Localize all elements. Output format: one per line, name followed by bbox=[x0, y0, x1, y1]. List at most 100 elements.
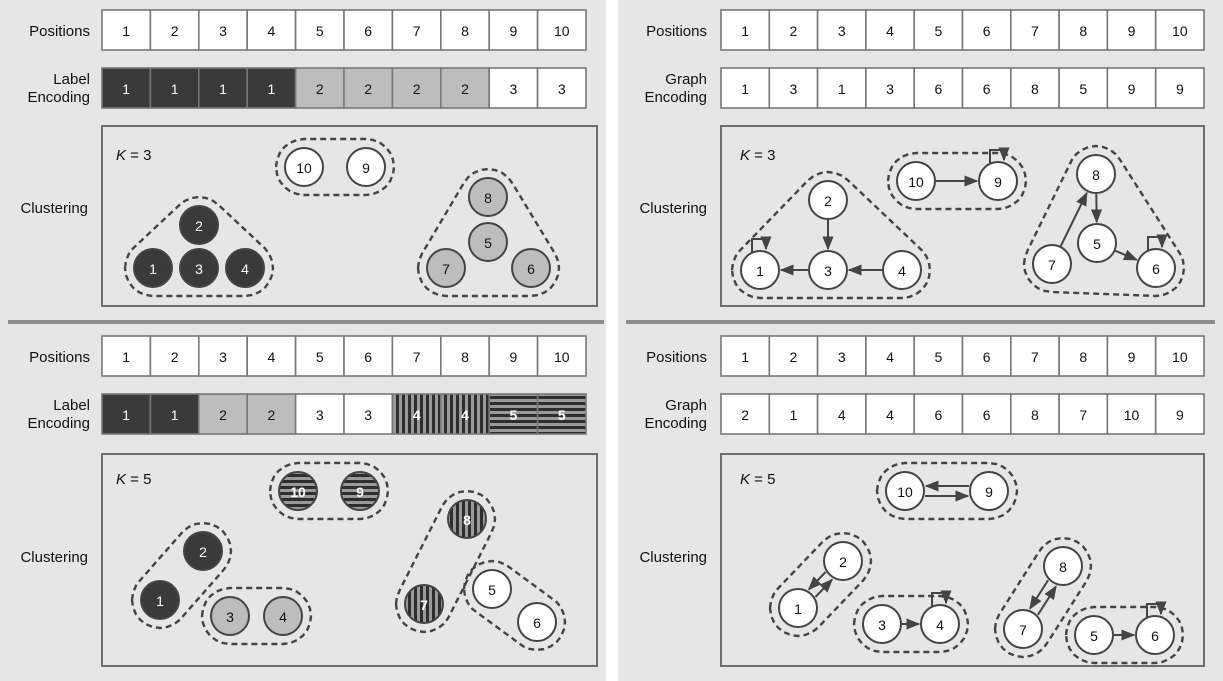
encoding-cell bbox=[536, 393, 587, 435]
position-cell-value: 8 bbox=[461, 349, 469, 365]
cluster-node-label: 9 bbox=[985, 484, 993, 500]
encoding-cell bbox=[149, 67, 200, 109]
encoding-cell bbox=[816, 67, 867, 109]
cluster-outline bbox=[768, 531, 873, 638]
cluster-node bbox=[778, 588, 818, 628]
graph-edge bbox=[807, 571, 827, 591]
encoding-cell-value: 9 bbox=[1176, 81, 1184, 97]
positions-row-label: Positions bbox=[29, 23, 90, 40]
position-cell bbox=[536, 335, 587, 377]
encoding-row-label: Encoding bbox=[644, 89, 707, 106]
cluster-outline bbox=[274, 137, 396, 197]
encoding-cell bbox=[198, 67, 249, 109]
encoding-cell-value: 3 bbox=[790, 81, 798, 97]
encoding-cell-value: 6 bbox=[934, 407, 942, 423]
encoding-cell bbox=[961, 393, 1012, 435]
encoding-cell bbox=[488, 67, 539, 109]
position-cell-value: 7 bbox=[1031, 23, 1039, 39]
encoding-cell bbox=[1154, 393, 1205, 435]
position-cell-value: 9 bbox=[1128, 23, 1136, 39]
self-loop-edge bbox=[989, 147, 1010, 163]
encoding-cell-value: 9 bbox=[1176, 407, 1184, 423]
cluster-outline bbox=[394, 489, 497, 634]
encoding-cell bbox=[720, 393, 771, 435]
encoding-row-label: Encoding bbox=[644, 415, 707, 432]
encoding-cell bbox=[391, 67, 442, 109]
encoding-cell-value: 1 bbox=[171, 81, 179, 97]
cluster-node-label: 4 bbox=[898, 263, 906, 279]
positions-row-label: Positions bbox=[29, 349, 90, 366]
position-cell bbox=[1058, 9, 1109, 51]
cluster-node bbox=[896, 161, 936, 201]
cluster-node-label: 3 bbox=[195, 261, 203, 277]
position-cell-value: 9 bbox=[510, 349, 518, 365]
cluster-node bbox=[426, 248, 466, 288]
encoding-cell-value: 1 bbox=[171, 407, 179, 423]
cluster-node bbox=[340, 471, 380, 511]
position-cell bbox=[720, 335, 771, 377]
cluster-node bbox=[1136, 248, 1176, 288]
self-loop-edge bbox=[1147, 234, 1168, 250]
cluster-node bbox=[263, 596, 303, 636]
encoding-row-label: Graph bbox=[665, 71, 707, 88]
cluster-node-label: 1 bbox=[156, 593, 164, 609]
encoding-cell-value: 7 bbox=[1079, 407, 1087, 423]
clustering-row-label: Clustering bbox=[20, 200, 88, 217]
cluster-node bbox=[920, 604, 960, 644]
position-cell-value: 7 bbox=[413, 349, 421, 365]
position-cell bbox=[488, 335, 539, 377]
position-cell-value: 2 bbox=[171, 349, 179, 365]
cluster-node-label: 3 bbox=[878, 617, 886, 633]
encoding-cell-value: 4 bbox=[413, 407, 421, 423]
cluster-node bbox=[447, 499, 487, 539]
encoding-cell bbox=[913, 67, 964, 109]
encoding-cell-value: 9 bbox=[1128, 81, 1136, 97]
cluster-node bbox=[1077, 223, 1117, 263]
cluster-node-label: 9 bbox=[362, 160, 370, 176]
position-cell bbox=[246, 9, 297, 51]
encoding-cell bbox=[101, 393, 152, 435]
encoding-cell-value: 6 bbox=[983, 407, 991, 423]
position-cell bbox=[913, 9, 964, 51]
cluster-node bbox=[1135, 615, 1175, 655]
position-cell bbox=[768, 9, 819, 51]
cluster-outline bbox=[886, 151, 1028, 211]
positions-row-label: Positions bbox=[646, 349, 707, 366]
clustering-row-label: Clustering bbox=[20, 549, 88, 566]
cluster-outline bbox=[730, 170, 932, 300]
cluster-outline bbox=[268, 461, 390, 521]
encoding-cell-value: 3 bbox=[316, 407, 324, 423]
cluster-node bbox=[284, 147, 324, 187]
self-loop-edge bbox=[931, 590, 952, 606]
encoding-cell-value: 6 bbox=[983, 81, 991, 97]
cluster-node-label: 1 bbox=[149, 261, 157, 277]
cluster-node bbox=[133, 248, 173, 288]
cluster-node-label: 10 bbox=[897, 484, 913, 500]
cluster-node bbox=[808, 180, 848, 220]
cluster-node-label: 9 bbox=[994, 174, 1002, 190]
position-cell-value: 6 bbox=[983, 23, 991, 39]
encoding-cell-value: 2 bbox=[741, 407, 749, 423]
cluster-node bbox=[278, 471, 318, 511]
k-value-label: K = 5 bbox=[740, 471, 775, 488]
position-cell bbox=[1106, 9, 1157, 51]
cluster-node bbox=[882, 250, 922, 290]
encoding-cell-value: 3 bbox=[510, 81, 518, 97]
position-cell-value: 2 bbox=[790, 23, 798, 39]
position-cell bbox=[246, 335, 297, 377]
cluster-node bbox=[823, 541, 863, 581]
cluster-node-label: 10 bbox=[296, 160, 312, 176]
positions-row-label: Positions bbox=[646, 23, 707, 40]
cluster-node-label: 8 bbox=[463, 512, 471, 528]
encoding-cell bbox=[768, 67, 819, 109]
encoding-cell-value: 5 bbox=[1079, 81, 1087, 97]
encoding-cell-value: 1 bbox=[790, 407, 798, 423]
cluster-node-label: 7 bbox=[1019, 622, 1027, 638]
self-loop-edge bbox=[1146, 601, 1167, 617]
position-cell-value: 6 bbox=[364, 349, 372, 365]
encoding-cell bbox=[294, 67, 345, 109]
cluster-node-label: 2 bbox=[195, 218, 203, 234]
cluster-node bbox=[1074, 615, 1114, 655]
encoding-cell-value: 2 bbox=[268, 407, 276, 423]
